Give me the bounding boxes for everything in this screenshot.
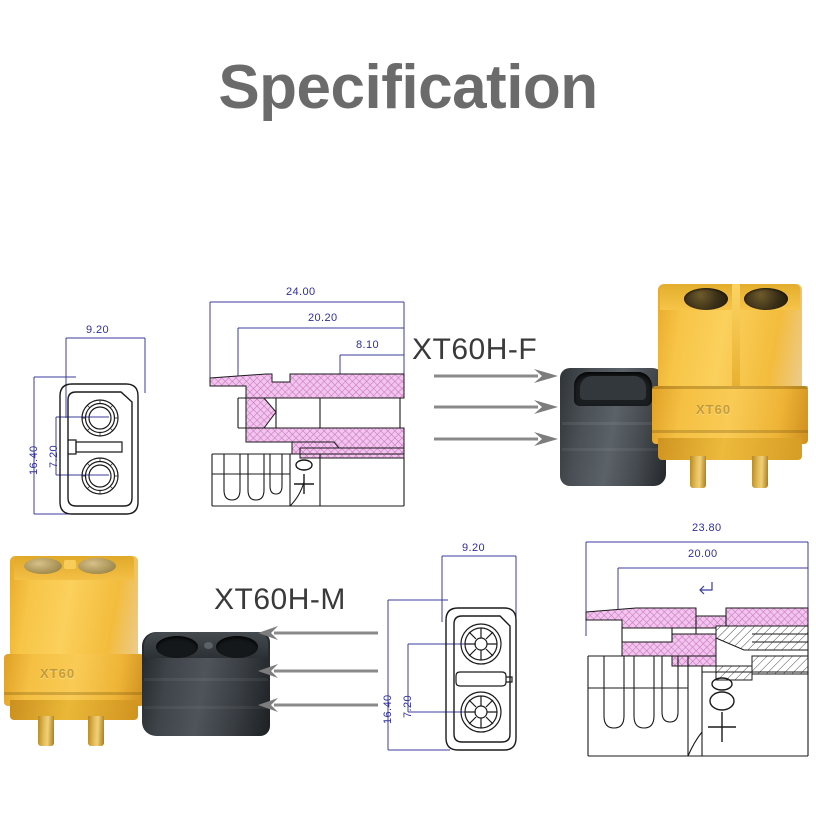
female-section-view: 24.00 20.20 8.10 — [204, 282, 436, 510]
male-front-view: 9.20 16.40 7.20 — [376, 534, 572, 760]
dim-female-front-width: 9.20 — [86, 324, 110, 336]
label-xt60h-f: XT60H-F — [412, 333, 538, 366]
page-title: Specification — [218, 53, 598, 122]
emboss-male: XT60 — [40, 666, 76, 681]
dim-male-overall-length: 23.80 — [692, 522, 722, 534]
dim-male-body-length: 20.00 — [688, 548, 718, 560]
male-front-drawing — [387, 555, 517, 751]
emboss-female: XT60 — [696, 402, 732, 417]
dim-male-front-width: 9.20 — [462, 542, 486, 554]
male-section-drawing — [585, 541, 809, 757]
photo-female-connector: XT60 — [648, 278, 816, 496]
dim-female-contact-length: 8.10 — [356, 339, 380, 351]
arrow-female-3 — [434, 432, 558, 446]
label-xt60h-m: XT60H-M — [214, 583, 346, 616]
photo-female-sheath — [556, 362, 672, 490]
photo-male-connector: XT60 — [2, 548, 150, 746]
female-section-drawing — [209, 301, 405, 507]
dim-female-body-length: 20.20 — [308, 312, 338, 324]
female-front-drawing — [33, 337, 146, 515]
arrow-female-2 — [434, 400, 558, 414]
arrow-male-3 — [258, 698, 378, 712]
female-front-view: 9.20 16.40 7.20 — [14, 300, 194, 530]
arrow-male-1 — [258, 626, 378, 640]
male-section-view: 23.80 20.00 — [576, 516, 816, 768]
dim-female-overall-length: 24.00 — [286, 286, 316, 298]
arrow-female-1 — [434, 369, 558, 383]
arrow-male-2 — [258, 664, 378, 678]
photo-male-sheath — [134, 612, 278, 744]
